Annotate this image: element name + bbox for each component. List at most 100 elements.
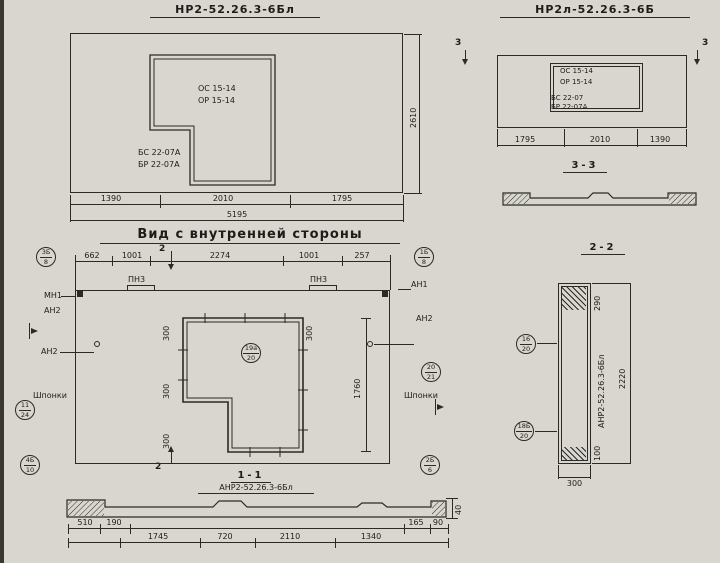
mark-br-label: БР 22-07А <box>138 160 180 169</box>
dim-label: 1390 <box>100 194 122 203</box>
embed-plate <box>77 291 83 297</box>
dim-label-300: 300 <box>162 433 171 449</box>
keys-label: Шпонки <box>33 391 67 400</box>
dim-tick <box>335 538 336 548</box>
dim-label-300: 300 <box>162 383 171 399</box>
mark-or-label: ОР 15-14 <box>198 96 235 105</box>
leader-line <box>61 296 76 297</box>
mark-an1-label: АН1 <box>411 280 428 289</box>
dim-label: 2010 <box>212 194 234 203</box>
extension-line <box>686 129 687 147</box>
dim-label: 90 <box>432 518 444 527</box>
dim-label-300: 300 <box>566 479 583 488</box>
embed-anchor <box>94 341 100 347</box>
dim-tick <box>446 518 458 519</box>
mark-os-label: ОС 15-14 <box>560 67 593 75</box>
ref-bottom: 8 <box>421 257 427 266</box>
dim-line <box>452 498 453 518</box>
panel-outline-plan-right <box>497 55 687 128</box>
dim-label: 720 <box>217 532 233 541</box>
extension-line <box>160 195 161 208</box>
extension-line <box>75 255 76 290</box>
section-arrow-icon <box>31 328 38 334</box>
section22-title: 2-2 <box>581 243 625 255</box>
section-arrow-icon <box>168 264 174 270</box>
rebar-ticks <box>178 313 308 457</box>
mark-an2-label: АН2 <box>44 306 61 315</box>
extension-line <box>592 463 630 464</box>
section-arrow-line <box>435 399 436 415</box>
hatch-block <box>561 447 586 461</box>
dim-label: 1795 <box>514 135 536 144</box>
main-view-title: Вид с внутренней стороны <box>100 228 400 244</box>
leader-line <box>398 289 411 290</box>
mark-os-label: ОС 15-14 <box>198 84 236 93</box>
loop-pn3-label: ПН3 <box>310 275 328 284</box>
extension-line <box>558 465 559 479</box>
section-arrow-line <box>465 50 466 59</box>
dim-label: 1745 <box>147 532 169 541</box>
mark-br-label: БР 22-07А <box>551 103 588 111</box>
panel-outline-main <box>75 290 390 464</box>
member-inner-line <box>561 286 588 461</box>
dim-label-300: 300 <box>305 325 314 341</box>
section-arrow-line <box>171 251 172 264</box>
dim-line <box>419 34 420 194</box>
section11-label: АНР2-52.26.3-6Бл <box>198 484 314 494</box>
extension-line <box>564 129 565 147</box>
dim-label: 662 <box>84 251 100 260</box>
ref-bottom: 20 <box>519 431 529 440</box>
mark-or-label: ОР 15-14 <box>560 78 593 86</box>
ref-top: 3Б <box>39 248 53 258</box>
ref-top: 19а <box>242 344 260 354</box>
section-arrow-line <box>29 323 30 339</box>
dim-label-100: 100 <box>593 445 602 461</box>
section2-marker-bottom: 2 <box>155 462 162 472</box>
leader-line <box>374 344 414 345</box>
ref-top: 4Б <box>23 456 37 466</box>
dim-line <box>68 528 448 529</box>
section-arrow-line <box>697 50 698 59</box>
section-arrow-icon <box>168 446 174 452</box>
dim-label: 1795 <box>331 194 353 203</box>
dim-tick <box>68 524 69 534</box>
section-arrow-icon <box>694 59 700 65</box>
extension-line <box>290 195 291 208</box>
extension-line <box>590 465 591 479</box>
mark-an2-label: АН2 <box>416 314 433 323</box>
ref-bottom: 20 <box>246 353 256 362</box>
ref-bottom: 8 <box>43 257 49 266</box>
dim-label: 1001 <box>121 251 143 260</box>
opening-outline-plan-right <box>550 63 643 112</box>
dim-label: 257 <box>354 251 370 260</box>
dim-line <box>630 283 631 464</box>
extension-line <box>404 193 422 194</box>
dim-label: 2274 <box>209 251 231 260</box>
mark-bs-label: БС 22-07 <box>551 94 584 102</box>
dim-tick <box>361 451 371 452</box>
dim-label: 510 <box>77 518 93 527</box>
ref-top: 2Б <box>423 456 437 466</box>
dim-label-290: 290 <box>593 295 602 311</box>
dim-label: 165 <box>408 518 424 527</box>
ref-top: 18Б <box>515 422 533 432</box>
dim-label: 1340 <box>360 532 382 541</box>
dim-label-300: 300 <box>162 325 171 341</box>
ref-top: 1Б <box>417 248 431 258</box>
dim-line <box>68 542 448 543</box>
dim-label: 1001 <box>298 251 320 260</box>
ref-bottom: 20 <box>521 344 531 353</box>
dim-line <box>70 204 403 205</box>
extension-line <box>390 255 391 290</box>
section2-marker-top: 2 <box>159 244 166 254</box>
dim-label-1760: 1760 <box>353 378 362 399</box>
section33-profile <box>502 192 697 206</box>
section-arrow-line <box>171 452 172 464</box>
